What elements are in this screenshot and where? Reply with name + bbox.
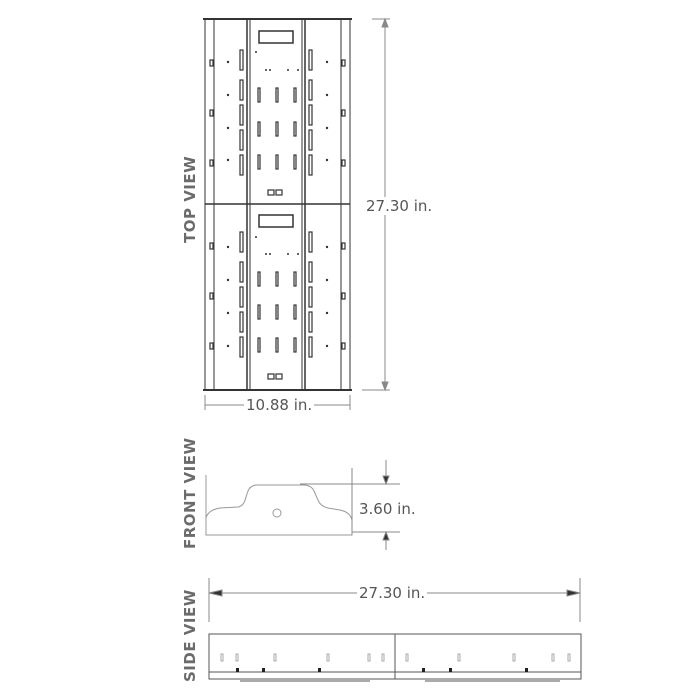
top-view-width-dimension: 10.88 in. — [244, 396, 315, 414]
front-view-dimensions — [300, 460, 400, 550]
front-view-height-dimension: 3.60 in. — [357, 500, 418, 518]
front-view-drawing — [205, 475, 353, 536]
top-view-drawing — [203, 18, 352, 391]
top-view-dimensions — [204, 17, 390, 410]
side-view-drawing — [208, 633, 582, 682]
side-view-length-dimension: 27.30 in. — [357, 584, 428, 602]
top-view-height-dimension: 27.30 in. — [364, 197, 435, 215]
